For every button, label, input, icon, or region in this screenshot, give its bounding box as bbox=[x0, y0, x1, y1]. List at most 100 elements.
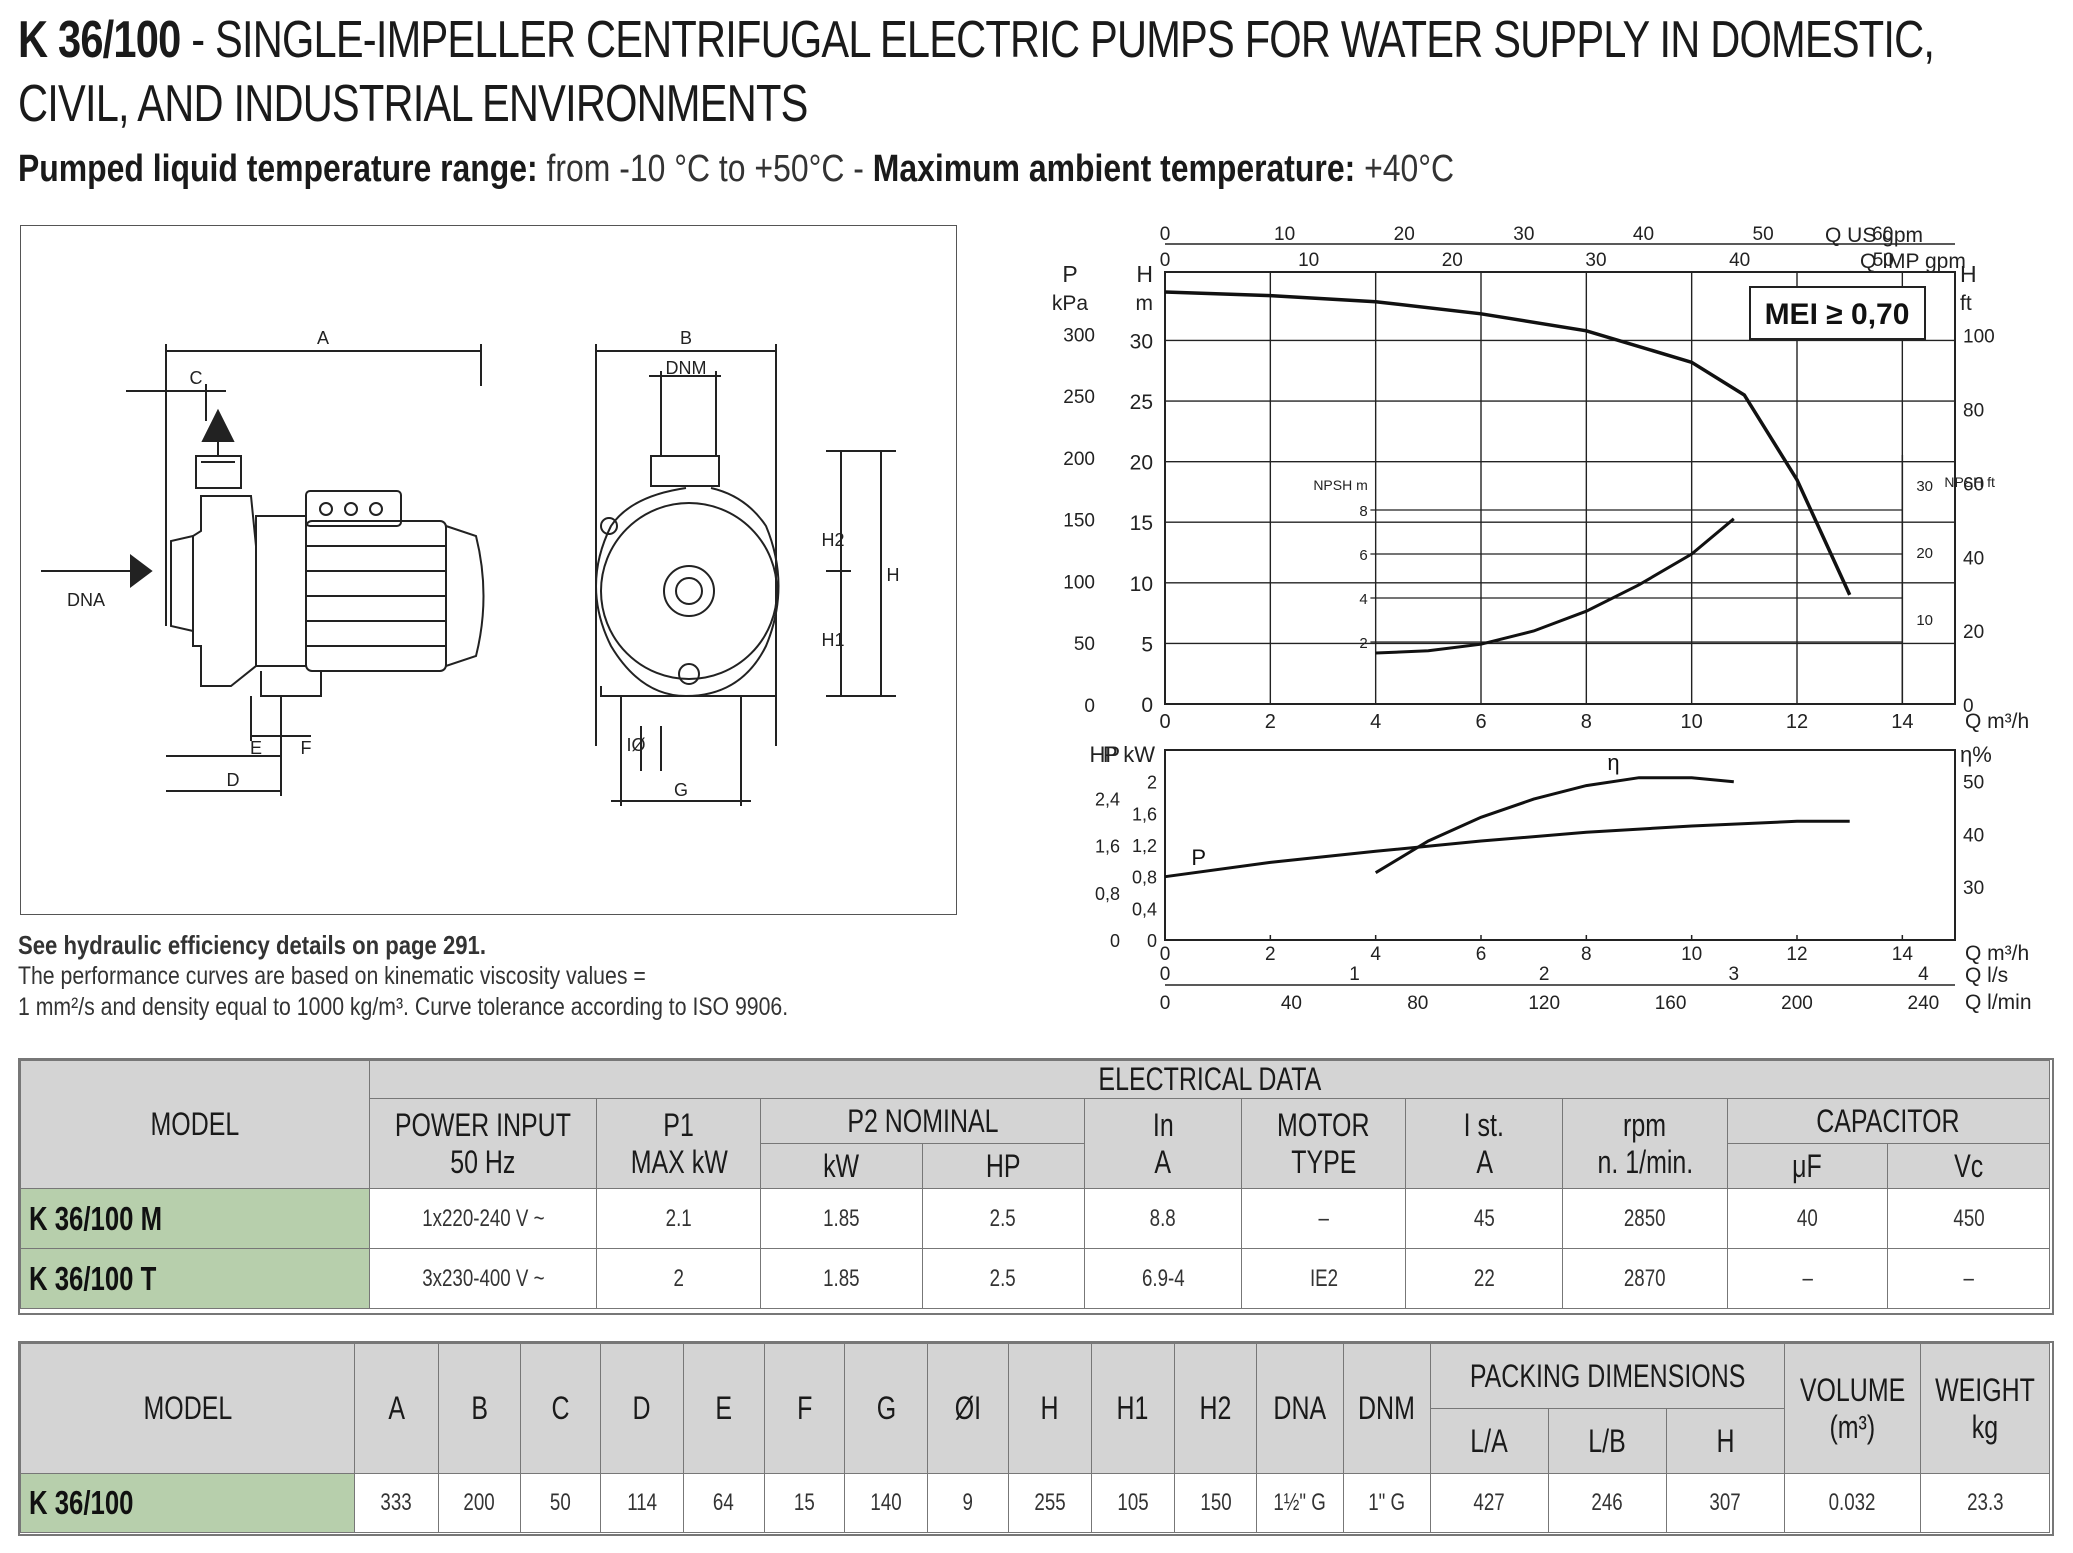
cell-power: 3x230-400 V ~ bbox=[369, 1248, 598, 1309]
cell-motor: – bbox=[1241, 1188, 1407, 1249]
npsh-tick-m: 8 bbox=[1359, 503, 1367, 520]
dim-label-a: A bbox=[317, 328, 329, 348]
mei-label: MEI ≥ 0,70 bbox=[1765, 298, 1910, 331]
npsh-tick-m: 6 bbox=[1359, 547, 1367, 564]
cell-dim-e: 64 bbox=[682, 1473, 765, 1533]
y-axis-label-p: P bbox=[1062, 261, 1077, 287]
y-tick-kpa: 250 bbox=[1063, 387, 1095, 408]
x-tick-m3h: 6 bbox=[1475, 711, 1486, 733]
dimensions-table-frame bbox=[18, 1341, 2054, 1536]
cell-motor: IE2 bbox=[1241, 1248, 1407, 1309]
y-tick-kw: 1,2 bbox=[1132, 836, 1157, 856]
npsh-tick-ft: 30 bbox=[1916, 478, 1933, 495]
header-dim-a: A bbox=[354, 1343, 439, 1474]
x-tick-lmin: 160 bbox=[1655, 993, 1687, 1014]
table-row: K 36/100 333 200 50 114 64 15 140 9 255 … bbox=[19, 1473, 2051, 1533]
dim-label-e: E bbox=[250, 738, 262, 758]
x-tick-us-gpm: 10 bbox=[1274, 224, 1295, 245]
header-kw: kW bbox=[760, 1143, 923, 1189]
x-tick-imp-gpm: 50 bbox=[1873, 250, 1894, 271]
temp-value: from -10 °C to +50°C - bbox=[537, 148, 873, 190]
cell-in: 6.9-4 bbox=[1083, 1248, 1243, 1309]
x-axis-label-m3h: Q m³/h bbox=[1965, 710, 2029, 733]
x-tick-m3h: 0 bbox=[1159, 711, 1170, 733]
x-axis-label-us-gpm: Q US gpm bbox=[1825, 224, 1923, 247]
x-tick-ls: 0 bbox=[1160, 964, 1171, 985]
x-tick-us-gpm: 30 bbox=[1513, 224, 1534, 245]
y-tick-ft: 80 bbox=[1963, 401, 1984, 422]
y-axis-label-hp: HP bbox=[1089, 742, 1120, 767]
x-tick-lmin: 240 bbox=[1908, 993, 1940, 1014]
x-tick-m3h: 14 bbox=[1891, 711, 1913, 733]
viscosity-note-line1: The performance curves are based on kine… bbox=[18, 962, 646, 990]
efficiency-curve bbox=[1374, 776, 1734, 874]
cell-volume: 0.032 bbox=[1783, 1473, 1921, 1533]
y-axis-label-kw: P kW bbox=[1103, 742, 1155, 767]
cell-weight: 23.3 bbox=[1919, 1473, 2051, 1533]
cell-dim-h2: 150 bbox=[1173, 1473, 1258, 1533]
npsh-tick-ft: 20 bbox=[1916, 545, 1933, 562]
y-tick-m: 5 bbox=[1141, 633, 1153, 656]
npsh-curve bbox=[1375, 517, 1735, 655]
dim-label-c: C bbox=[190, 368, 203, 388]
x-tick-m3h: 10 bbox=[1681, 711, 1703, 733]
header-electrical-data: ELECTRICAL DATA bbox=[369, 1060, 2050, 1099]
y-tick-kw: 1,6 bbox=[1132, 804, 1157, 824]
y-tick-m: 10 bbox=[1130, 573, 1153, 596]
cell-kw: 1.85 bbox=[760, 1188, 923, 1249]
x-tick-imp-gpm: 10 bbox=[1298, 250, 1319, 271]
y-tick-kw: 0 bbox=[1147, 931, 1157, 951]
header-dim-g: G bbox=[844, 1343, 928, 1474]
cell-pack-h: 307 bbox=[1665, 1473, 1785, 1533]
header-pack-h: H bbox=[1665, 1408, 1785, 1474]
header-dim-dna: DNA bbox=[1256, 1343, 1344, 1474]
cell-ist: 45 bbox=[1405, 1188, 1564, 1249]
y-tick-ft: 40 bbox=[1963, 548, 1984, 569]
cell-rpm: 2850 bbox=[1562, 1188, 1728, 1249]
cell-pack-lb: 246 bbox=[1547, 1473, 1667, 1533]
x-tick-lmin: 0 bbox=[1160, 993, 1171, 1014]
cell-in: 8.8 bbox=[1083, 1188, 1243, 1249]
x-tick-m3h-lower: 4 bbox=[1370, 944, 1381, 965]
y-axis-label-ft-unit: ft bbox=[1960, 292, 1972, 315]
y-tick-hp: 0,8 bbox=[1095, 884, 1120, 904]
dim-label-h: H bbox=[887, 565, 900, 585]
y-axis-label-kpa-unit: kPa bbox=[1052, 292, 1089, 315]
x-tick-m3h: 2 bbox=[1265, 711, 1276, 733]
cell-uf: 40 bbox=[1726, 1188, 1889, 1249]
header-dim-h1: H1 bbox=[1090, 1343, 1175, 1474]
npsh-tick-ft: 10 bbox=[1916, 612, 1933, 629]
cell-vc: 450 bbox=[1887, 1188, 2050, 1249]
y-tick-ft: 60 bbox=[1963, 474, 1984, 495]
y-tick-ft: 0 bbox=[1963, 696, 1974, 717]
viscosity-note-line2: 1 mm²/s and density equal to 1000 kg/m³.… bbox=[18, 993, 789, 1021]
page-title: K 36/100 - SINGLE-IMPELLER CENTRIFUGAL E… bbox=[18, 8, 2018, 136]
header-vc: Vc bbox=[1887, 1143, 2050, 1189]
table-row: K 36/100 T 3x230-400 V ~ 2 1.85 2.5 6.9-… bbox=[19, 1248, 2050, 1309]
x-tick-m3h: 12 bbox=[1786, 711, 1808, 733]
lower-plot-frame bbox=[1164, 749, 1956, 941]
x-tick-imp-gpm: 40 bbox=[1729, 250, 1750, 271]
dim-label-dna: DNA bbox=[67, 590, 105, 610]
x-tick-m3h-lower: 8 bbox=[1581, 944, 1592, 965]
y-tick-kpa: 0 bbox=[1084, 696, 1095, 717]
y-tick-m: 0 bbox=[1141, 694, 1153, 717]
cell-hp: 2.5 bbox=[921, 1248, 1085, 1309]
cell-power: 1x220-240 V ~ bbox=[369, 1188, 598, 1249]
cell-kw: 1.85 bbox=[760, 1248, 923, 1309]
y-tick-m: 20 bbox=[1130, 452, 1153, 475]
x-tick-m3h: 8 bbox=[1581, 711, 1592, 733]
x-tick-ls: 3 bbox=[1729, 964, 1740, 985]
header-packing-dimensions: PACKING DIMENSIONS bbox=[1429, 1343, 1785, 1409]
x-tick-lmin: 120 bbox=[1528, 993, 1560, 1014]
cell-dim-a: 333 bbox=[354, 1473, 439, 1533]
x-tick-ls: 2 bbox=[1539, 964, 1550, 985]
title-text: - SINGLE-IMPELLER CENTRIFUGAL ELECTRIC P… bbox=[18, 11, 1935, 133]
cell-dim-f: 15 bbox=[763, 1473, 846, 1533]
